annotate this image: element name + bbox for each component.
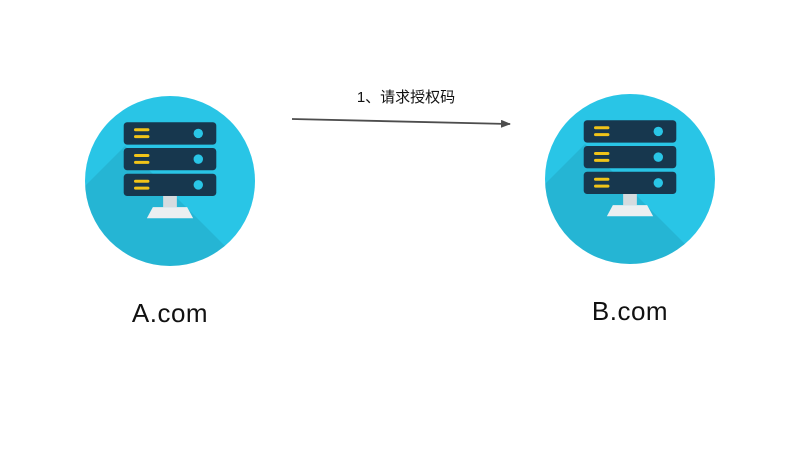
- arrow-label: 1、请求授权码: [356, 89, 456, 106]
- arrow-request-auth-icon: [291, 118, 511, 128]
- node-a-label: A.com: [131, 298, 209, 328]
- node-b-circle: [545, 94, 715, 264]
- node-a-circle: [85, 96, 255, 266]
- server-icon: [583, 120, 677, 217]
- server-icon: [123, 122, 217, 219]
- node-b-label: B.com: [591, 296, 669, 326]
- node-a: A.com: [85, 96, 255, 329]
- node-b: B.com: [545, 94, 715, 327]
